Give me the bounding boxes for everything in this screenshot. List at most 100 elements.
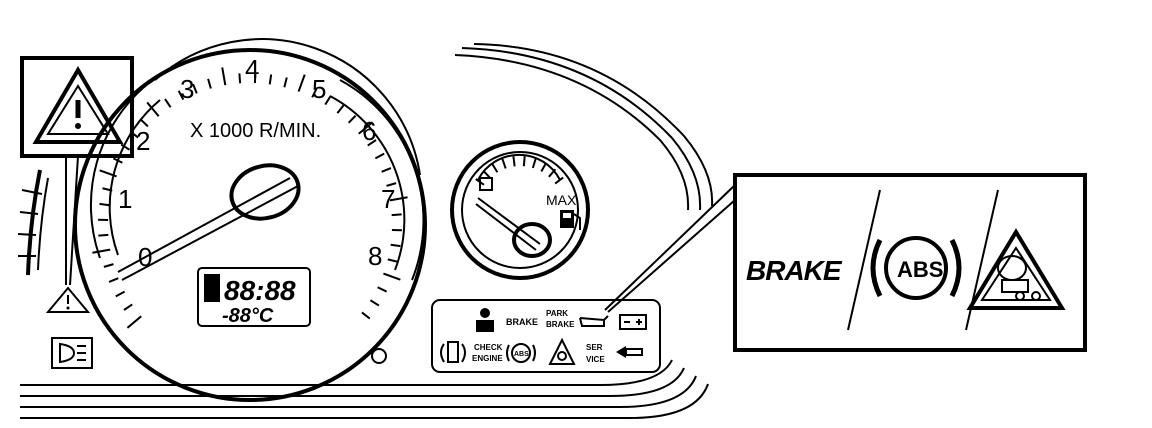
brake-warning-callout: BRAKE ABS xyxy=(604,173,1087,352)
tach-tick xyxy=(386,182,397,187)
brake-callout-box xyxy=(733,173,1087,352)
tach-numeral-1: 1 xyxy=(118,184,132,214)
tach-numeral-7: 7 xyxy=(381,184,395,214)
fuel-tick xyxy=(482,169,491,179)
trip-reset-knob xyxy=(371,348,387,364)
tachometer: 0 1 2 3 4 5 6 7 8 X 1000 R/MIN. 88:88 -8… xyxy=(73,38,427,402)
tach-tick xyxy=(336,104,345,114)
tach-tick xyxy=(358,121,374,135)
fuel-tick xyxy=(522,156,526,167)
panel-engine-label: ENGINE xyxy=(472,354,503,363)
hazard-triangle-small-icon xyxy=(45,286,91,313)
tach-tick xyxy=(139,118,149,128)
fuel-tick xyxy=(512,156,516,167)
tach-numeral-8: 8 xyxy=(368,241,382,271)
hazard-callout xyxy=(20,56,134,369)
tach-numeral-4: 4 xyxy=(245,54,259,84)
tach-tick xyxy=(92,248,111,254)
fuel-gauge: MAX xyxy=(450,140,590,280)
callout-pointer-lower xyxy=(607,199,736,313)
tach-tick xyxy=(108,277,119,283)
tach-tick xyxy=(377,286,388,293)
left-partial-gauge xyxy=(17,169,49,276)
oil-pressure-icon xyxy=(579,315,609,327)
fuel-tick xyxy=(501,158,507,169)
stability-triangle-icon xyxy=(548,337,576,365)
needle-hub xyxy=(229,163,301,221)
tach-tick xyxy=(99,202,110,207)
tach-tick xyxy=(99,169,117,178)
tach-tick xyxy=(387,258,398,263)
tach-tick xyxy=(98,233,109,237)
tach-tick xyxy=(381,167,392,173)
tach-tick xyxy=(374,152,385,160)
tach-tick xyxy=(324,95,332,106)
panel-ser-label: SER xyxy=(586,343,603,352)
tach-tick xyxy=(268,74,273,85)
headlight-icon xyxy=(51,337,93,369)
fuel-max-label: MAX xyxy=(546,192,577,208)
panel-abs-label: ABS xyxy=(514,351,529,358)
tach-tick xyxy=(383,272,401,281)
panel-brake-label: BRAKE xyxy=(506,317,538,327)
tach-tick xyxy=(297,74,306,92)
tachometer-bezel xyxy=(73,48,427,402)
tach-tick xyxy=(369,299,380,307)
panel-park-brake-label: BRAKE xyxy=(546,320,575,329)
tach-numeral-2: 2 xyxy=(136,126,150,156)
tach-tick xyxy=(390,243,401,248)
battery-icon xyxy=(619,314,647,330)
tach-tick xyxy=(192,83,198,94)
tach-tick xyxy=(207,78,212,89)
tach-tick xyxy=(389,196,408,202)
fuel-empty-marker xyxy=(479,177,493,191)
abs-small-icon: ABS xyxy=(506,343,536,363)
tach-tick xyxy=(102,187,113,192)
callout-abs-label: ABS xyxy=(897,257,943,282)
dashboard-trim-lines xyxy=(20,359,709,419)
fuel-tick xyxy=(531,158,537,169)
fuel-tick xyxy=(540,162,548,173)
tach-tick xyxy=(115,290,126,298)
abs-large-icon: ABS xyxy=(870,236,962,300)
callout-pointer-upper xyxy=(604,184,736,311)
lcd-display: 88:88 -88°C xyxy=(197,267,311,327)
seatbelt-icon xyxy=(476,308,494,332)
tach-tick xyxy=(311,87,318,98)
fuel-gauge-ticks xyxy=(475,156,564,186)
fuel-tick xyxy=(491,163,499,173)
tach-tick xyxy=(177,90,185,101)
tach-tick xyxy=(126,315,142,329)
tach-tick xyxy=(347,114,357,124)
panel-park-label: PARK xyxy=(546,309,568,318)
panel-check-label: CHECK xyxy=(474,343,503,352)
tach-tick xyxy=(164,98,172,108)
brake-failure-triangle-icon xyxy=(966,228,1066,310)
lcd-temperature-readout: -88°C xyxy=(222,305,274,327)
fuel-tick xyxy=(548,168,557,178)
tach-tick xyxy=(112,157,123,164)
warning-light-panel: BRAKE PARK BRAKE CHECK ENGINE ABS xyxy=(431,299,661,373)
tach-numeral-5: 5 xyxy=(312,74,326,104)
glow-plug-icon xyxy=(440,341,466,363)
tach-tick xyxy=(146,101,160,117)
tachometer-tick-marks xyxy=(92,67,408,329)
tach-tick xyxy=(238,73,242,84)
tachometer-needle xyxy=(117,163,301,281)
fuel-tick xyxy=(554,176,564,185)
tach-tick xyxy=(367,139,377,147)
tach-tick xyxy=(103,263,114,268)
hazard-triangle-large-icon xyxy=(32,66,124,144)
tach-tick xyxy=(283,77,288,88)
tach-numeral-3: 3 xyxy=(180,74,194,104)
turn-signal-icon xyxy=(616,346,643,358)
callout-brake-label: BRAKE xyxy=(746,255,843,286)
lcd-odometer-readout: 88:88 xyxy=(224,275,296,306)
dashboard-hood xyxy=(454,43,714,211)
tach-unit-label: X 1000 R/MIN. xyxy=(190,120,321,142)
fuel-needle-hub xyxy=(512,222,552,258)
tach-tick xyxy=(391,213,402,217)
tach-tick xyxy=(361,311,371,320)
tach-tick xyxy=(221,67,227,86)
